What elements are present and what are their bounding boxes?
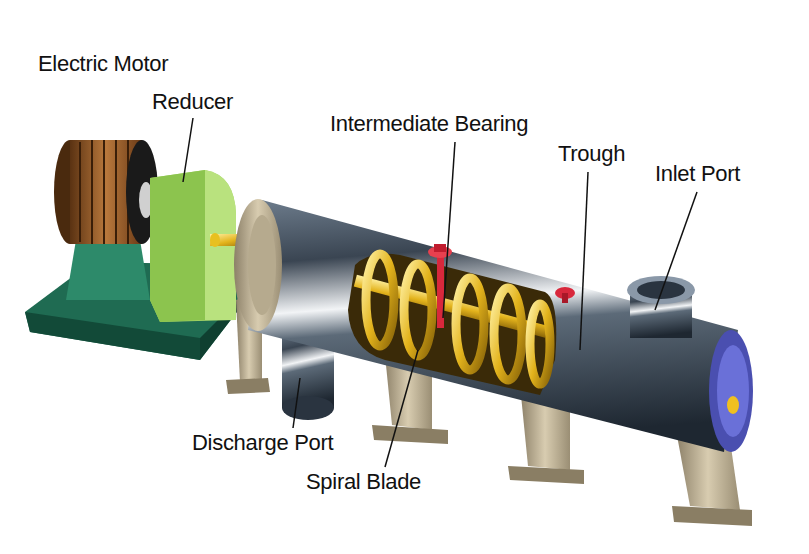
leader-lines [183,118,697,467]
part-label: Spiral Blade [306,470,421,494]
part-label: Inlet Port [655,162,740,186]
part-label: Intermediate Bearing [330,112,528,136]
part-label: Reducer [152,90,233,114]
part-label: Discharge Port [192,431,333,455]
part-label: Electric Motor [38,52,168,76]
part-label: Trough [558,142,625,166]
